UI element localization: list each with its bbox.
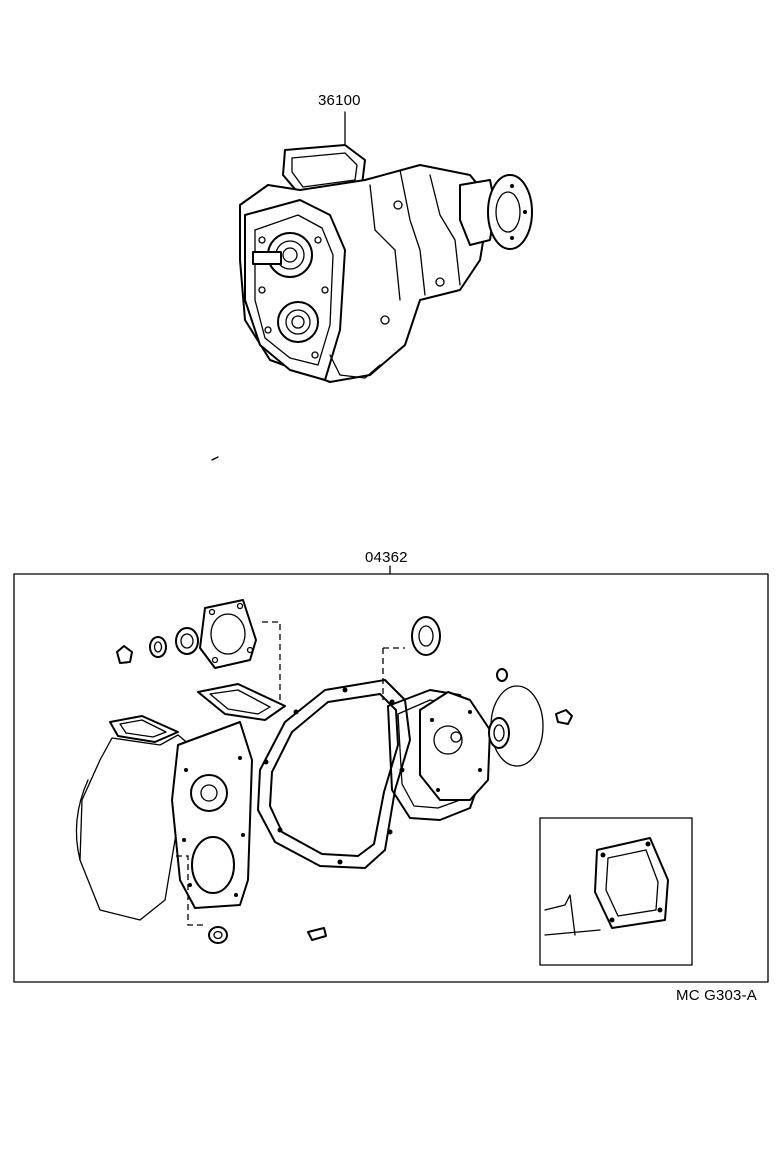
gasket-kit-illustration [75,599,573,944]
part-number-36100: 36100 [318,92,361,109]
part-number-04362: 04362 [365,549,408,566]
drawing-code: MC G303-A [676,987,757,1004]
gasket-kit-frame [13,565,769,983]
transfer-assembly-illustration [239,111,533,383]
detail-inset [539,817,693,966]
stray-mark [211,456,219,461]
